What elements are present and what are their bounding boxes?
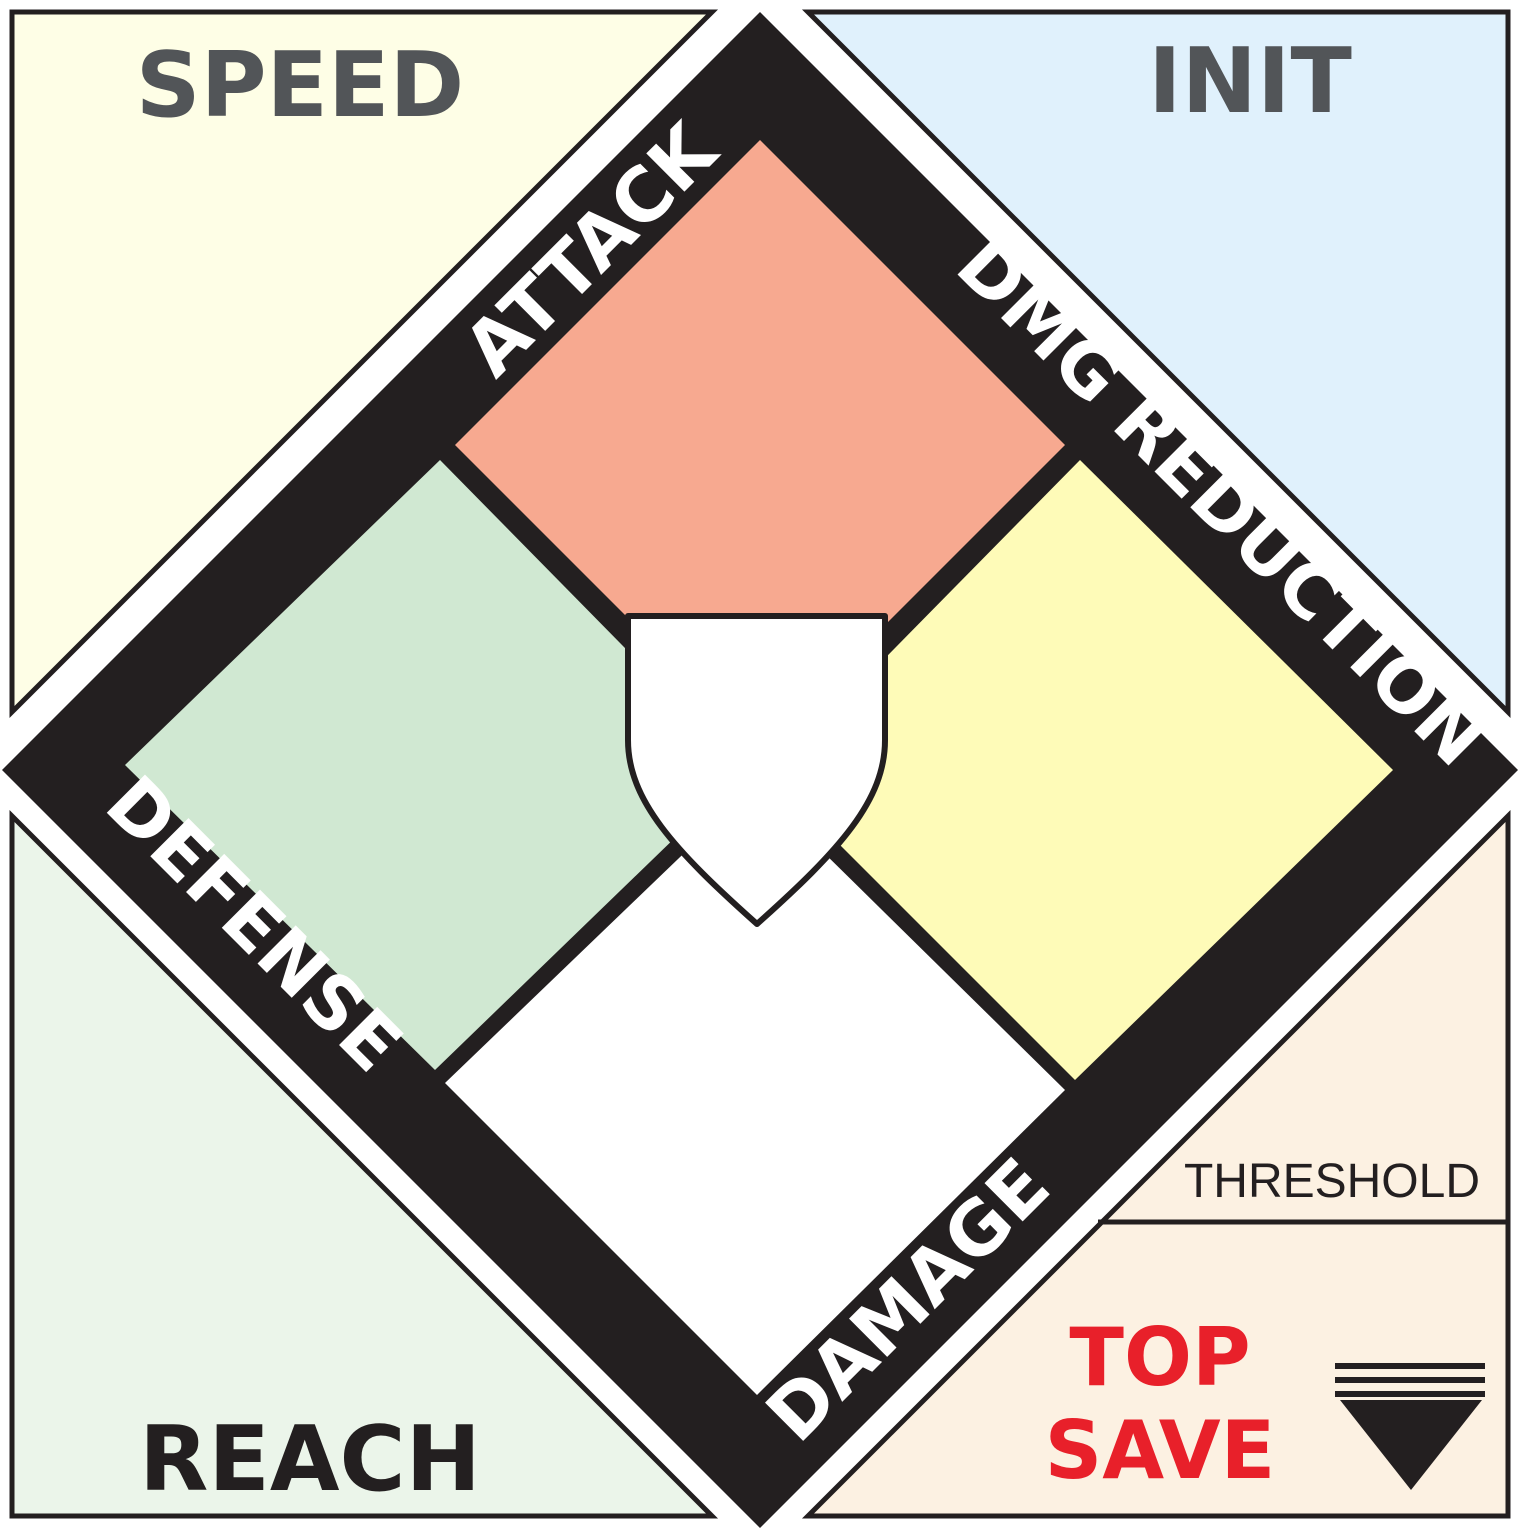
defense-quadrant xyxy=(125,460,745,1070)
speed-label: SPEED xyxy=(136,33,464,138)
damage-quadrant xyxy=(445,785,1065,1395)
threshold-label: THRESHOLD xyxy=(1184,1155,1480,1208)
reach-panel xyxy=(9,809,719,1519)
reach-label: REACH xyxy=(139,1407,481,1512)
init-panel xyxy=(801,9,1511,719)
init-label: INIT xyxy=(1148,29,1352,134)
attack-quadrant xyxy=(455,140,1065,750)
save-panel xyxy=(801,809,1511,1519)
speed-panel xyxy=(9,9,719,719)
dmg-reduction-quadrant xyxy=(770,460,1393,1080)
top-save-line1: TOP xyxy=(1069,1311,1250,1404)
down-triangle-icon xyxy=(1335,1363,1485,1490)
shield-icon xyxy=(625,613,888,927)
top-save-line2: SAVE xyxy=(1045,1404,1276,1497)
